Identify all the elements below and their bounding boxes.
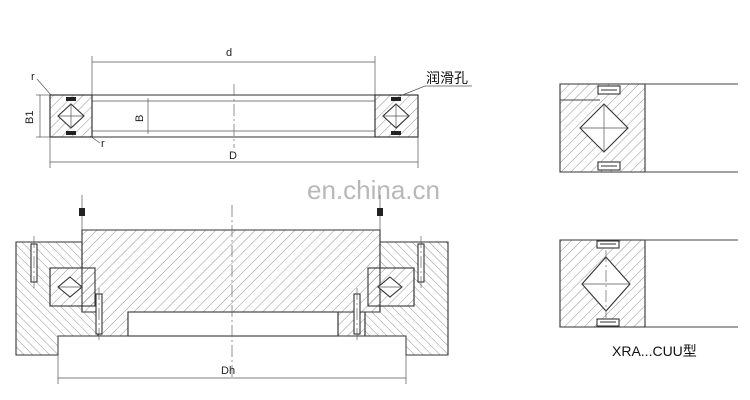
- label-lube-hole: 润滑孔: [426, 70, 468, 86]
- detail-section-bottom: XRA...CUU型: [559, 239, 738, 359]
- label-d: d: [226, 47, 232, 59]
- detail-section-top: [559, 83, 738, 173]
- watermark: en.china.cn: [307, 175, 440, 205]
- bottom-assembly-view: Dh: [15, 195, 449, 384]
- label-r-bottom: r: [101, 138, 105, 150]
- left-seal-bottom: [66, 131, 76, 135]
- type-caption: XRA...CUU型: [612, 343, 697, 359]
- label-D: D: [229, 150, 237, 162]
- label-Dh: Dh: [221, 365, 235, 377]
- top-section-view: d B B1 r r: [24, 47, 472, 168]
- label-r-top: r: [31, 71, 35, 83]
- label-B: B: [134, 115, 146, 122]
- left-seal-top: [66, 97, 76, 101]
- label-B1: B1: [24, 111, 36, 124]
